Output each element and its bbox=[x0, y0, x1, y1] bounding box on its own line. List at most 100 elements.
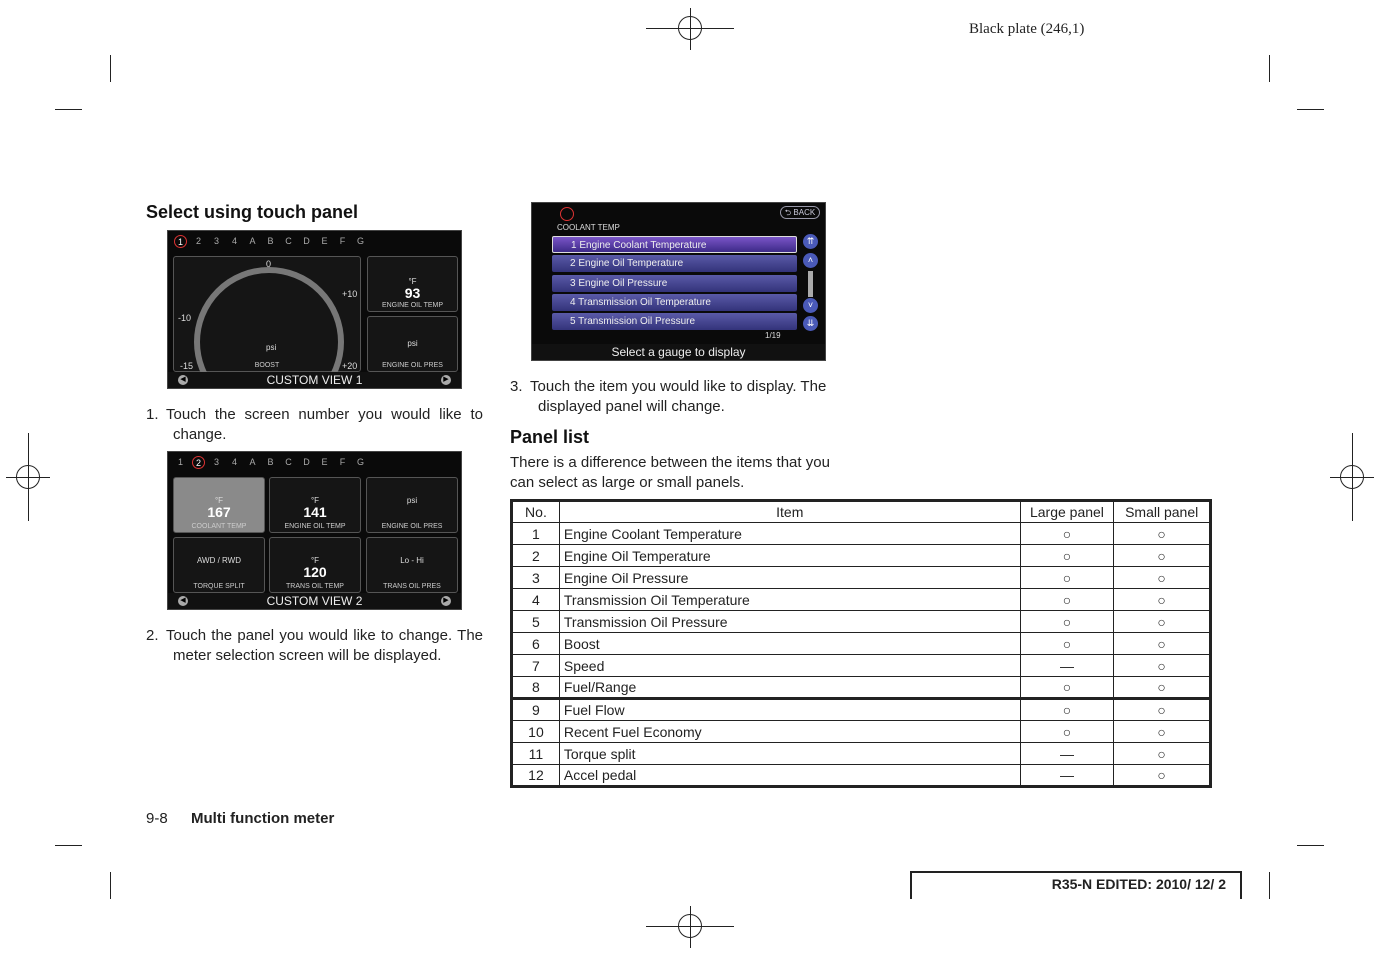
small-panel-mark: ○ bbox=[1113, 698, 1211, 721]
next-arrow-icon[interactable]: ▶ bbox=[441, 375, 451, 385]
page-indicator: 1/19 bbox=[765, 331, 781, 340]
prev-arrow-icon[interactable]: ◀ bbox=[178, 596, 188, 606]
screen-tab-4[interactable]: 4 bbox=[231, 457, 237, 467]
screen-tab-f[interactable]: F bbox=[339, 236, 346, 246]
next-arrow-icon[interactable]: ▶ bbox=[441, 596, 451, 606]
crop-mark bbox=[55, 845, 82, 846]
unit-label: °F bbox=[214, 496, 224, 505]
small-panel-mark: ○ bbox=[1113, 522, 1211, 545]
screen-tab-1[interactable]: 1 bbox=[177, 457, 183, 467]
gauge-list-item[interactable]: 2 Engine Oil Temperature bbox=[552, 255, 797, 273]
gauge-label: TORQUE SPLIT bbox=[193, 583, 245, 590]
panel-list-heading: Panel list bbox=[510, 427, 590, 447]
row-item: Fuel/Range bbox=[558, 676, 1021, 700]
gauge-value: 167 bbox=[207, 504, 231, 520]
gauge-list-item[interactable]: 5 Transmission Oil Pressure bbox=[552, 313, 797, 331]
selected-slot-indicator bbox=[560, 207, 574, 221]
prompt-text: Select a gauge to display bbox=[532, 344, 825, 360]
back-label: BACK bbox=[793, 208, 816, 217]
page-up-icon[interactable]: ⇈ bbox=[803, 234, 818, 249]
screen-tab-a[interactable]: A bbox=[249, 236, 256, 246]
header-small-panel: Small panel bbox=[1113, 500, 1211, 523]
screen-tab-c[interactable]: C bbox=[285, 236, 292, 246]
gauge-label: ENGINE OIL TEMP bbox=[284, 523, 346, 530]
screen-tab-4[interactable]: 4 bbox=[231, 236, 237, 246]
unit-label: Lo - Hi bbox=[400, 556, 424, 565]
gauge-label: ENGINE OIL PRES bbox=[382, 362, 443, 369]
page-down-icon[interactable]: ⇊ bbox=[803, 316, 818, 331]
row-number: 2 bbox=[511, 544, 560, 567]
scrollbar[interactable] bbox=[808, 271, 813, 297]
screen-tab-2[interactable]: 2 bbox=[192, 456, 205, 469]
gauge-panel[interactable]: Lo - Hi TRANS OIL PRES bbox=[366, 537, 458, 593]
screen-tab-3[interactable]: 3 bbox=[213, 457, 219, 467]
category-label: COOLANT TEMP bbox=[557, 223, 620, 232]
large-panel-mark: ○ bbox=[1019, 610, 1115, 633]
screen-tab-d[interactable]: D bbox=[303, 457, 310, 467]
row-number: 11 bbox=[511, 742, 560, 765]
gauge-list-item[interactable]: 3 Engine Oil Pressure bbox=[552, 274, 797, 292]
screen-tab-c[interactable]: C bbox=[285, 457, 292, 467]
gauge-value: 141 bbox=[303, 504, 327, 520]
row-item: Boost bbox=[558, 632, 1021, 655]
large-panel-mark: — bbox=[1019, 654, 1115, 677]
row-number: 9 bbox=[511, 698, 560, 721]
step-3: 3. Touch the item you would like to disp… bbox=[510, 378, 827, 415]
row-number: 6 bbox=[511, 632, 560, 655]
back-button[interactable]: ⮌ BACK bbox=[780, 206, 820, 219]
gauge-panel[interactable]: AWD / RWD TORQUE SPLIT bbox=[173, 537, 265, 593]
gauge-list-item[interactable]: 1 Engine Coolant Temperature bbox=[552, 236, 797, 253]
screen-tab-a[interactable]: A bbox=[249, 457, 256, 467]
crop-mark bbox=[110, 872, 111, 899]
small-panel-mark: ○ bbox=[1113, 566, 1211, 589]
small-panel-mark: ○ bbox=[1113, 676, 1211, 700]
screen-tab-b[interactable]: B bbox=[267, 457, 274, 467]
prev-arrow-icon[interactable]: ◀ bbox=[178, 375, 188, 385]
small-panel-mark: ○ bbox=[1113, 588, 1211, 611]
screen-tab-1[interactable]: 1 bbox=[174, 235, 187, 248]
header-item: Item bbox=[558, 500, 1021, 523]
row-item: Speed bbox=[558, 654, 1021, 677]
screen-tab-2[interactable]: 2 bbox=[195, 236, 201, 246]
gauge-panel[interactable]: °F 141 ENGINE OIL TEMP bbox=[269, 477, 361, 533]
screen-tab-f[interactable]: F bbox=[339, 457, 346, 467]
panel-list-intro: There is a difference between the items … bbox=[510, 454, 830, 491]
large-panel-mark: ○ bbox=[1019, 698, 1115, 721]
screen-tab-g[interactable]: G bbox=[356, 457, 364, 467]
edited-stamp: R35-N EDITED: 2010/ 12/ 2 bbox=[910, 871, 1242, 899]
screen-tab-3[interactable]: 3 bbox=[213, 236, 219, 246]
screen-tab-g[interactable]: G bbox=[356, 236, 364, 246]
step-1: 1. Touch the screen number you would lik… bbox=[146, 406, 483, 443]
gauge-label: TRANS OIL TEMP bbox=[286, 583, 344, 590]
screen-tab-e[interactable]: E bbox=[321, 457, 328, 467]
screen-tab-e[interactable]: E bbox=[321, 236, 328, 246]
gauge-panel[interactable]: psi ENGINE OIL PRES bbox=[366, 477, 458, 533]
scroll-up-icon[interactable]: ˄ bbox=[803, 253, 818, 268]
gauge-label: TRANS OIL PRES bbox=[383, 583, 441, 590]
row-number: 3 bbox=[511, 566, 560, 589]
crop-mark bbox=[55, 109, 82, 110]
small-panel-mark: ○ bbox=[1113, 610, 1211, 633]
gauge-list-item[interactable]: 4 Transmission Oil Temperature bbox=[552, 293, 797, 311]
gauge-panel[interactable]: °F 120 TRANS OIL TEMP bbox=[269, 537, 361, 593]
row-number: 1 bbox=[511, 522, 560, 545]
oil-temp-gauge: °F 93 ENGINE OIL TEMP bbox=[367, 256, 458, 312]
unit-label: °F bbox=[310, 556, 320, 565]
plate-label: Black plate (246,1) bbox=[969, 21, 1085, 37]
gauge-value: 93 bbox=[404, 285, 421, 301]
gauge-panel[interactable]: °F 167 COOLANT TEMP bbox=[173, 477, 265, 533]
screen-tab-b[interactable]: B bbox=[267, 236, 274, 246]
gauge-label: BOOST bbox=[254, 362, 280, 369]
row-number: 7 bbox=[511, 654, 560, 677]
large-panel-mark: ○ bbox=[1019, 522, 1115, 545]
scroll-down-icon[interactable]: ˅ bbox=[803, 298, 818, 313]
screen-tab-d[interactable]: D bbox=[303, 236, 310, 246]
small-panel-mark: ○ bbox=[1113, 742, 1211, 765]
